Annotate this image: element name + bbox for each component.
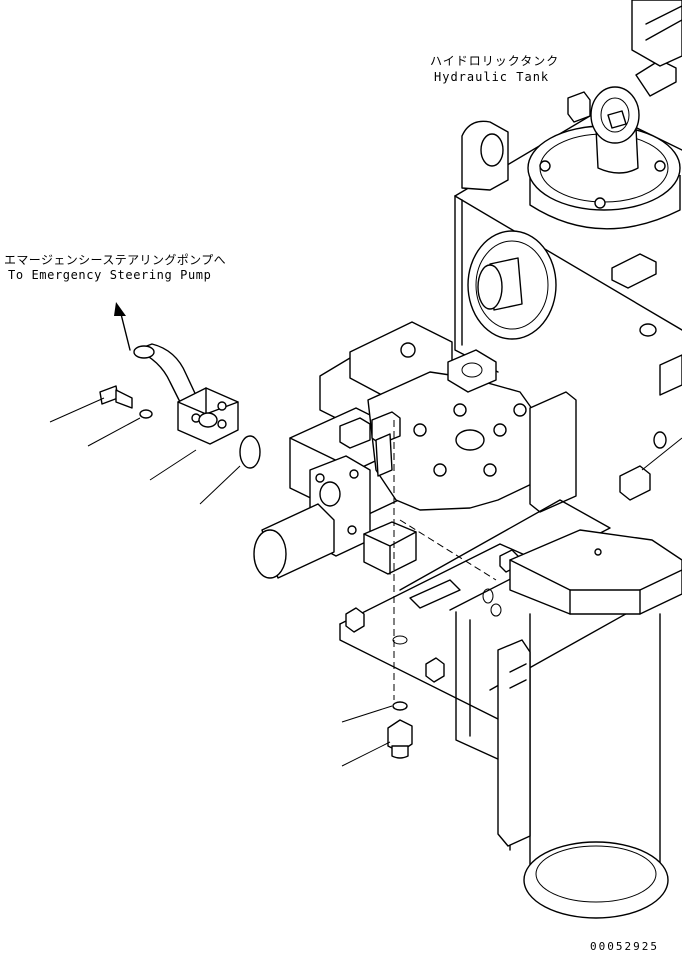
drawing-number: 00052925 — [590, 940, 659, 953]
o-ring — [239, 435, 261, 469]
pipe-elbow — [133, 343, 239, 445]
bolt — [99, 385, 133, 409]
center-line — [399, 519, 497, 581]
drain-plug — [387, 719, 413, 759]
hydraulic-tank — [454, 0, 682, 449]
hydraulic-tank-label-jp: ハイドロリックタンク — [430, 54, 560, 68]
mounting-plate — [339, 465, 651, 761]
emergency-pump-label-jp: エマージェンシーステアリングポンプへ — [4, 253, 227, 267]
emergency-pump-label-en: To Emergency Steering Pump — [8, 268, 212, 282]
direction-arrow — [119, 309, 131, 351]
drain-o-ring — [392, 701, 408, 711]
line-filter — [497, 529, 682, 919]
callout-leaders — [49, 397, 682, 767]
arrow-head-icon — [114, 302, 126, 316]
washer — [139, 409, 153, 419]
hydraulic-tank-label-en: Hydraulic Tank — [434, 70, 550, 84]
steering-valve — [253, 321, 577, 579]
